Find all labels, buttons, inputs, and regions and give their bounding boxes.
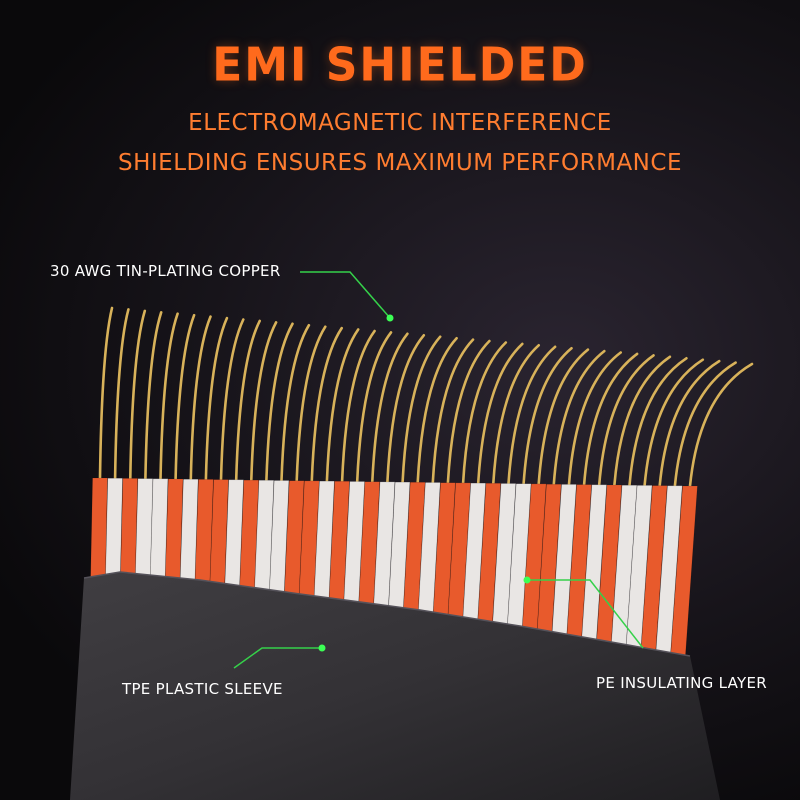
copper-wire-icon bbox=[234, 319, 261, 482]
label-sleeve: TPE PLASTIC SLEEVE bbox=[122, 680, 283, 698]
copper-wire-icon bbox=[688, 362, 754, 488]
copper-wire-icon bbox=[673, 361, 737, 488]
copper-wire-icon bbox=[597, 354, 655, 487]
copper-wire-icon bbox=[250, 321, 278, 482]
copper-wire-icon bbox=[507, 345, 557, 485]
copper-wire-icon bbox=[386, 334, 426, 484]
copper-wire-icon bbox=[537, 348, 590, 486]
label-insulation: PE INSULATING LAYER bbox=[596, 674, 767, 692]
copper-wire-icon bbox=[325, 328, 360, 483]
copper-wire-icon bbox=[129, 309, 147, 480]
copper-wire-icon bbox=[219, 318, 245, 481]
insulation-strip bbox=[90, 477, 108, 579]
sleeve-edge-highlight bbox=[83, 571, 691, 657]
copper-wire-icon bbox=[310, 326, 343, 483]
callout-insulation bbox=[523, 576, 644, 649]
copper-wire-icon bbox=[98, 306, 114, 480]
green-dot-icon bbox=[523, 576, 531, 584]
headline-subtitle-line1: ELECTROMAGNETIC INTERFERENCE bbox=[188, 110, 612, 136]
copper-wire-icon bbox=[295, 325, 327, 482]
copper-wire-icon bbox=[567, 351, 622, 486]
copper-wire-group bbox=[98, 306, 754, 488]
copper-wire-icon bbox=[461, 341, 508, 485]
copper-wire-icon bbox=[401, 335, 442, 484]
copper-wire-icon bbox=[265, 322, 294, 482]
insulation-strip bbox=[149, 478, 169, 587]
copper-wire-icon bbox=[431, 338, 475, 484]
insulation-strip bbox=[105, 477, 123, 581]
tpe-sleeve bbox=[70, 572, 720, 800]
copper-wire-icon bbox=[582, 352, 639, 486]
copper-wire-icon bbox=[613, 355, 672, 487]
copper-wire-icon bbox=[492, 344, 540, 485]
copper-wire-icon bbox=[446, 339, 491, 484]
copper-wire-icon bbox=[280, 323, 311, 482]
copper-wire-icon bbox=[643, 358, 705, 487]
headline-title: EMI SHIELDED bbox=[212, 38, 588, 93]
copper-wire-icon bbox=[159, 312, 179, 481]
copper-wire-icon bbox=[628, 357, 688, 487]
insulation-strip bbox=[120, 478, 138, 583]
insulation-strip bbox=[134, 478, 154, 585]
pe-insulation-group bbox=[90, 477, 698, 657]
green-dot-icon bbox=[386, 314, 394, 322]
copper-wire-icon bbox=[340, 329, 376, 483]
headline-subtitle-line2: SHIELDING ENSURES MAXIMUM PERFORMANCE bbox=[118, 150, 682, 176]
copper-wire-icon bbox=[371, 332, 409, 483]
copper-wire-icon bbox=[522, 346, 573, 485]
copper-wire-icon bbox=[189, 315, 212, 481]
green-dot-icon bbox=[318, 644, 326, 652]
copper-wire-icon bbox=[476, 342, 524, 485]
copper-wire-icon bbox=[144, 311, 163, 480]
copper-wire-icon bbox=[174, 313, 196, 481]
copper-wire-icon bbox=[658, 359, 721, 487]
copper-wire-icon bbox=[416, 336, 458, 484]
callout-copper bbox=[300, 271, 394, 322]
copper-wire-icon bbox=[552, 349, 606, 486]
copper-wire-icon bbox=[113, 308, 130, 480]
copper-wire-icon bbox=[355, 331, 393, 483]
callout-sleeve bbox=[233, 644, 326, 669]
label-copper: 30 AWG TIN-PLATING COPPER bbox=[50, 262, 281, 280]
copper-wire-icon bbox=[204, 316, 229, 481]
